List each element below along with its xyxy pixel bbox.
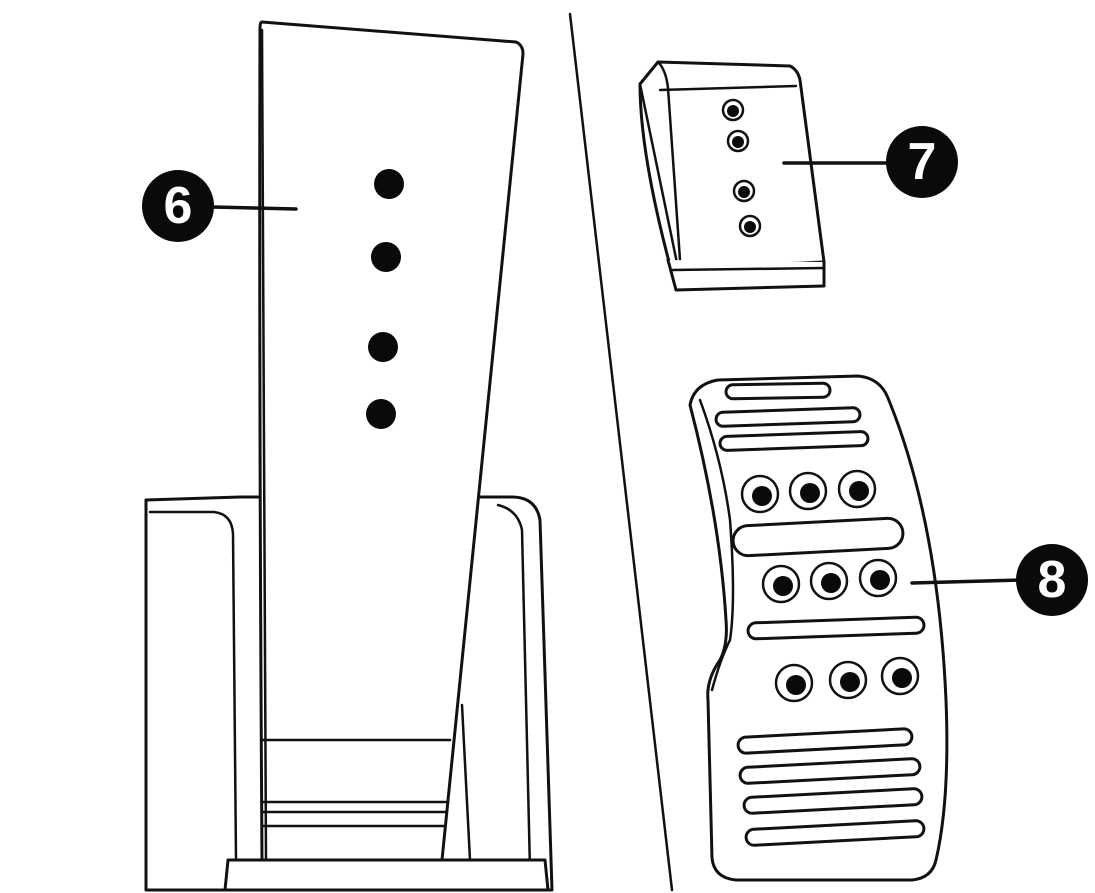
- callout-7: 7: [782, 126, 958, 198]
- mount-hole: [366, 399, 396, 429]
- divider-line: [568, 12, 674, 892]
- large-pad-ridges-bottom: [736, 727, 926, 847]
- small-pad-holes: [721, 98, 762, 238]
- large-pad-holes-row1: [740, 469, 877, 514]
- callout-6: 6: [142, 170, 298, 242]
- callout-8: 8: [910, 544, 1088, 616]
- callout-label-6: 6: [164, 177, 193, 235]
- large-pad-holes-row3: [774, 656, 920, 703]
- large-pad-holes-row2: [761, 558, 898, 604]
- large-pad-bar: [746, 615, 926, 641]
- small-pad: [638, 60, 826, 292]
- mount-hole: [371, 242, 401, 272]
- callout-label-7: 7: [908, 133, 937, 191]
- large-pad-slot: [731, 516, 905, 558]
- pedal-arm-holes: [366, 169, 404, 429]
- large-pad-ridges-top: [714, 381, 870, 452]
- mount-hole: [374, 169, 404, 199]
- pedal-arm: [258, 20, 525, 862]
- callout-label-8: 8: [1038, 551, 1067, 609]
- large-pad: [688, 374, 949, 882]
- mount-hole: [368, 332, 398, 362]
